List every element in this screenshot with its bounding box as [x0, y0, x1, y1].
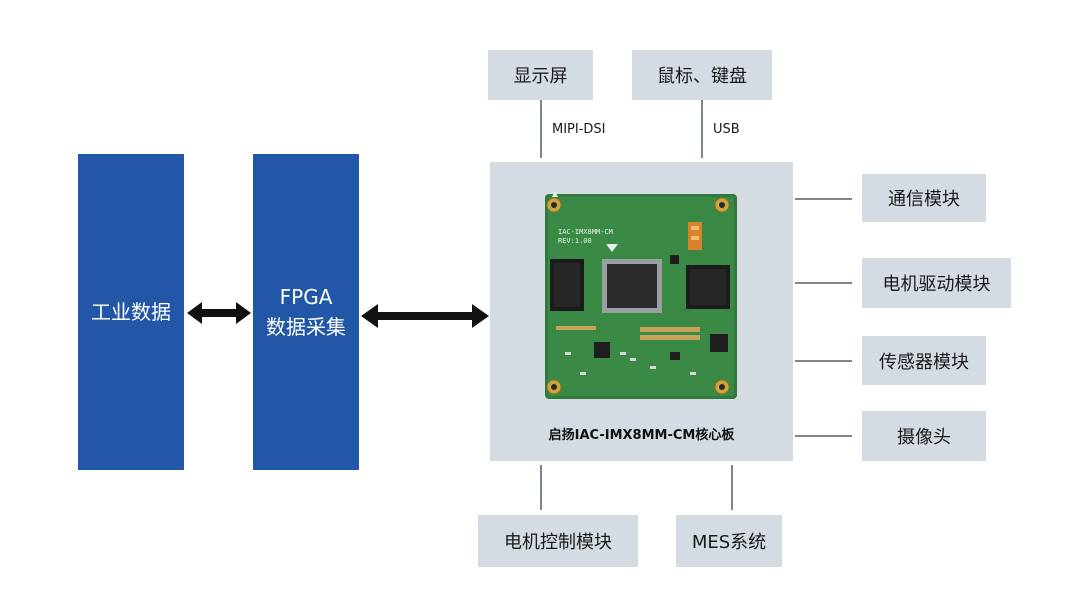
- motor-control-connector: [540, 465, 542, 510]
- fpga-acquisition-block: FPGA 数据采集: [253, 154, 359, 470]
- motor-drive-connector: [795, 282, 852, 284]
- mes-system-label: MES系统: [691, 532, 767, 553]
- mouse-keyboard-label: 鼠标、键盘: [657, 66, 747, 87]
- arrow-fpga-to-core: [361, 304, 489, 328]
- usb-connector: [701, 100, 703, 158]
- display-label: 显示屏: [513, 66, 568, 87]
- arrow-data-to-fpga: [187, 302, 251, 324]
- core-board-pcb-image: IAC-IMX8MM-CM REV:1.00: [545, 191, 737, 399]
- sensor-connector: [795, 360, 852, 362]
- motor-control-module-label: 电机控制模块: [504, 532, 612, 553]
- core-board-panel: IAC-IMX8MM-CM REV:1.00: [490, 162, 793, 461]
- core-board-caption: 启扬IAC-IMX8MM-CM核心板: [548, 428, 735, 443]
- motor-control-module-block: 电机控制模块: [478, 515, 638, 567]
- display-block: 显示屏: [488, 50, 593, 100]
- comm-module-block: 通信模块: [862, 174, 986, 222]
- svg-text:IAC-IMX8MM-CM: IAC-IMX8MM-CM: [558, 228, 613, 236]
- mouse-keyboard-block: 鼠标、键盘: [632, 50, 772, 100]
- sensor-module-block: 传感器模块: [862, 336, 986, 385]
- mes-system-block: MES系统: [676, 515, 782, 567]
- fpga-acquisition-label: 数据采集: [266, 315, 346, 339]
- camera-connector: [795, 435, 852, 437]
- svg-text:REV:1.00: REV:1.00: [558, 237, 592, 245]
- sensor-module-label: 传感器模块: [879, 351, 969, 373]
- mes-connector: [731, 465, 733, 510]
- comm-module-label: 通信模块: [888, 189, 960, 210]
- comm-connector: [795, 198, 852, 200]
- motor-drive-module-label: 电机驱动模块: [882, 274, 991, 295]
- industrial-data-label: 工业数据: [91, 300, 171, 324]
- camera-label: 摄像头: [897, 427, 951, 448]
- usb-label: USB: [713, 122, 740, 137]
- camera-block: 摄像头: [862, 411, 986, 461]
- display-connector: [540, 100, 542, 158]
- fpga-label: FPGA: [279, 285, 333, 309]
- motor-drive-module-block: 电机驱动模块: [862, 258, 1011, 308]
- mipi-dsi-label: MIPI-DSI: [552, 122, 606, 137]
- industrial-data-block: 工业数据: [78, 154, 184, 470]
